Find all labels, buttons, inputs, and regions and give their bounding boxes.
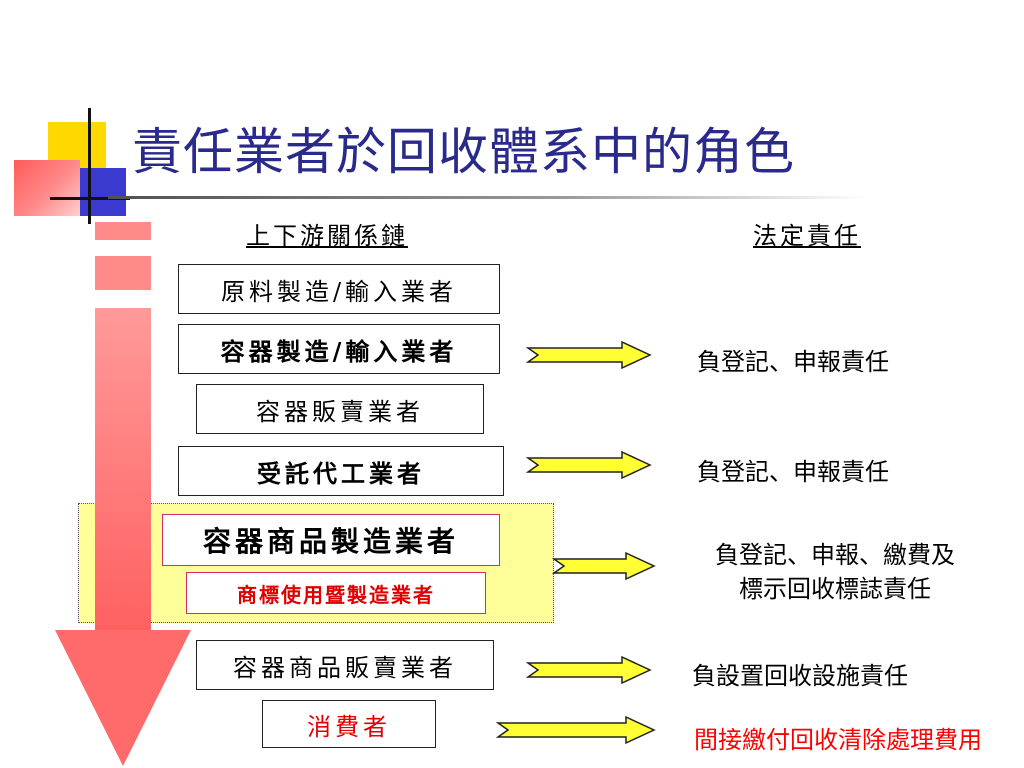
chain-box-consumer: 消費者 bbox=[262, 700, 436, 748]
chain-box-container-seller: 容器販賣業者 bbox=[196, 384, 484, 434]
chain-box-product-seller: 容器商品販賣業者 bbox=[196, 640, 494, 690]
pointer-arrow-icon bbox=[526, 655, 652, 685]
responsibility-facilities: 負設置回收設施責任 bbox=[692, 662, 908, 690]
chain-box-oem: 受託代工業者 bbox=[178, 446, 504, 496]
title-underline-rule bbox=[108, 196, 868, 199]
chain-box-trademark-user: 商標使用暨製造業者 bbox=[186, 572, 486, 614]
right-column-header: 法定責任 bbox=[753, 222, 861, 250]
chain-box-container-maker: 容器製造/輸入業者 bbox=[178, 324, 500, 374]
pointer-arrow-icon bbox=[496, 715, 656, 745]
down-arrow-icon bbox=[55, 630, 191, 766]
left-column-header: 上下游關係鏈 bbox=[246, 222, 408, 250]
decor-horizontal-line bbox=[50, 197, 130, 200]
responsibility-indirect-fee: 間接繳付回收清除處理費用 bbox=[694, 726, 982, 754]
responsibility-registration-2: 負登記、申報責任 bbox=[697, 458, 889, 486]
decor-vertical-line bbox=[88, 108, 91, 224]
decor-red-square bbox=[14, 160, 80, 216]
responsibility-fee-line2: 標示回收標誌責任 bbox=[739, 575, 931, 603]
pointer-arrow-icon bbox=[526, 450, 652, 480]
flow-arrow-shaft bbox=[95, 308, 151, 638]
slide-title: 責任業者於回收體系中的角色 bbox=[132, 123, 795, 181]
chain-box-product-maker: 容器商品製造業者 bbox=[162, 514, 500, 566]
chain-box-raw-material: 原料製造/輸入業者 bbox=[178, 264, 500, 314]
responsibility-fee-labeling: 負登記、申報、繳費及 標示回收標誌責任 bbox=[690, 538, 980, 606]
flow-arrow-dash bbox=[95, 256, 151, 290]
responsibility-fee-line1: 負登記、申報、繳費及 bbox=[715, 541, 955, 569]
responsibility-registration-1: 負登記、申報責任 bbox=[697, 348, 889, 376]
flow-arrow-dash bbox=[95, 222, 151, 240]
pointer-arrow-icon bbox=[552, 551, 656, 581]
pointer-arrow-icon bbox=[526, 340, 652, 370]
